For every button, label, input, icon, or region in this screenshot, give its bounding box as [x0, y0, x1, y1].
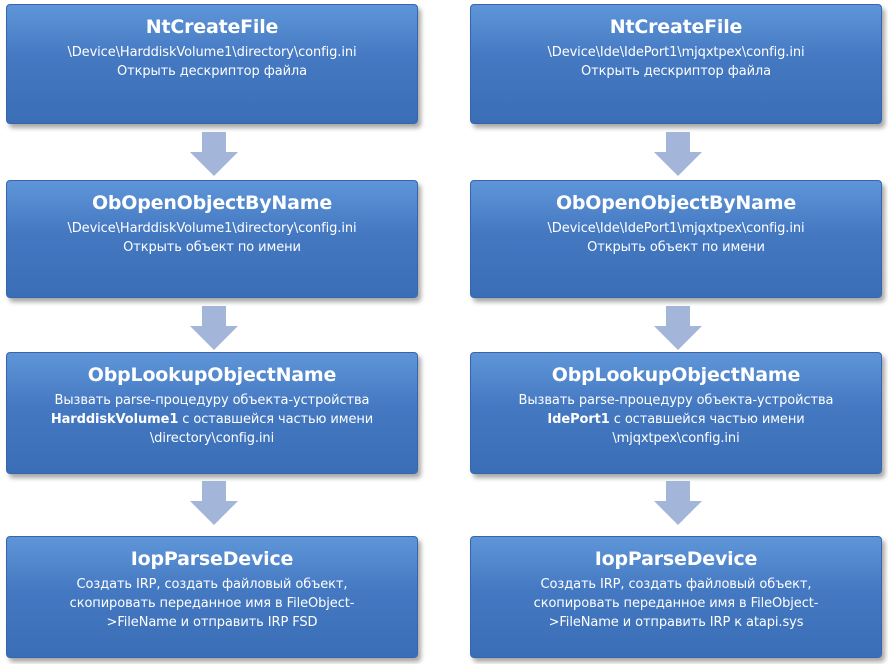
box-description: скопировать переданное имя в FileObject- [69, 596, 355, 611]
box-description: Открыть дескриптор файла [580, 64, 772, 79]
box-description: Вызвать parse-процедуру объекта-устройст… [54, 393, 370, 408]
box-description: >FileName и отправить IRP FSD [106, 615, 318, 630]
device-name: HarddiskVolume1 [50, 412, 179, 427]
box-path: \mjqxtpex\config.ini [612, 431, 740, 446]
box-title: ObpLookupObjectName [87, 364, 337, 386]
left-box-obopenobjectbyname: ObOpenObjectByName \Device\HarddiskVolum… [6, 180, 418, 298]
device-name: IdePort1 [547, 412, 610, 427]
box-title: ObOpenObjectByName [91, 192, 333, 214]
right-box-obplookupobjectname: ObpLookupObjectName Вызвать parse-процед… [470, 352, 882, 474]
box-title: NtCreateFile [145, 16, 279, 38]
box-description: скопировать переданное имя в FileObject- [533, 596, 819, 611]
left-box-iopparsedevice: IopParseDevice Создать IRP, создать файл… [6, 536, 418, 658]
box-title: IopParseDevice [130, 548, 294, 570]
box-description-rest: с оставшейся частью имени [178, 412, 374, 427]
right-box-iopparsedevice: IopParseDevice Создать IRP, создать файл… [470, 536, 882, 658]
box-description: Вызвать parse-процедуру объекта-устройст… [518, 393, 834, 408]
box-title: ObpLookupObjectName [551, 364, 801, 386]
down-arrow-icon [190, 132, 238, 176]
box-description: Открыть объект по имени [587, 240, 765, 255]
down-arrow-icon [190, 481, 238, 525]
box-description: Создать IRP, создать файловый объект, [76, 577, 348, 592]
down-arrow-icon [654, 481, 702, 525]
box-path: \Device\Ide\IdePort1\mjqxtpex\config.ini [547, 221, 805, 236]
box-description: Открыть объект по имени [123, 240, 301, 255]
box-path: \Device\HarddiskVolume1\directory\config… [67, 221, 357, 236]
box-description-line2: HarddiskVolume1 с оставшейся частью имен… [7, 410, 417, 429]
box-path: \Device\HarddiskVolume1\directory\config… [67, 45, 357, 60]
box-path: \Device\Ide\IdePort1\mjqxtpex\config.ini [547, 45, 805, 60]
down-arrow-icon [654, 306, 702, 350]
left-box-ntcreatefile: NtCreateFile \Device\HarddiskVolume1\dir… [6, 4, 418, 124]
box-description: Создать IRP, создать файловый объект, [540, 577, 812, 592]
box-description: >FileName и отправить IRP к atapi.sys [548, 615, 804, 630]
box-description: Открыть дескриптор файла [116, 64, 308, 79]
box-description-line2: IdePort1 с оставшейся частью имени [471, 410, 881, 429]
box-title: NtCreateFile [609, 16, 743, 38]
box-title: ObOpenObjectByName [555, 192, 797, 214]
right-box-obopenobjectbyname: ObOpenObjectByName \Device\Ide\IdePort1\… [470, 180, 882, 298]
box-title: IopParseDevice [594, 548, 758, 570]
down-arrow-icon [654, 132, 702, 176]
down-arrow-icon [190, 306, 238, 350]
box-path: \directory\config.ini [149, 431, 275, 446]
left-box-obplookupobjectname: ObpLookupObjectName Вызвать parse-процед… [6, 352, 418, 474]
box-description-rest: с оставшейся частью имени [609, 412, 805, 427]
right-box-ntcreatefile: NtCreateFile \Device\Ide\IdePort1\mjqxtp… [470, 4, 882, 124]
